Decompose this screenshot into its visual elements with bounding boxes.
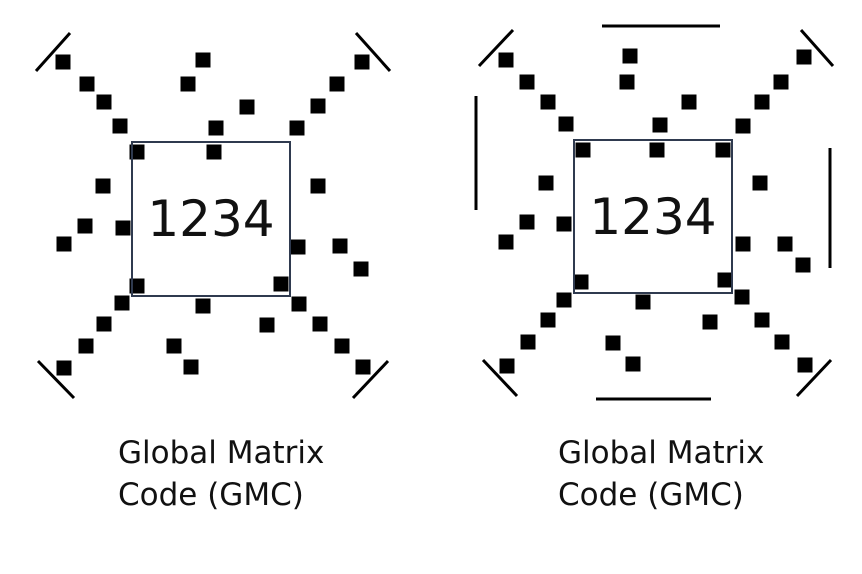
caption-line-1: Global Matrix — [558, 435, 765, 471]
gmc-code-text: 1234 — [147, 190, 275, 248]
matrix-module — [575, 142, 591, 158]
matrix-module — [796, 49, 812, 65]
matrix-module — [734, 289, 750, 305]
matrix-module — [289, 120, 305, 136]
matrix-module — [96, 316, 112, 332]
matrix-module — [520, 334, 536, 350]
matrix-module — [112, 118, 128, 134]
matrix-module — [166, 338, 182, 354]
matrix-module — [77, 218, 93, 234]
matrix-module — [498, 52, 514, 68]
corner-finder-line — [36, 359, 76, 400]
matrix-module — [540, 312, 556, 328]
gmc-caption: Global Matrix Code (GMC) — [558, 432, 764, 516]
gmc-figure-left: 1234 Global Matrix Code (GMC) — [34, 31, 392, 516]
matrix-module — [649, 142, 665, 158]
matrix-module — [754, 94, 770, 110]
matrix-module — [752, 175, 768, 191]
gmc-pattern-right — [474, 24, 835, 401]
matrix-module — [96, 94, 112, 110]
matrix-module — [735, 236, 751, 252]
matrix-module — [754, 312, 770, 328]
matrix-module — [773, 74, 789, 90]
matrix-module — [129, 278, 145, 294]
matrix-module — [540, 94, 556, 110]
matrix-module — [195, 52, 211, 68]
matrix-module — [332, 238, 348, 254]
matrix-module — [774, 334, 790, 350]
matrix-module — [354, 54, 370, 70]
matrix-module — [717, 272, 733, 288]
matrix-module — [56, 360, 72, 376]
matrix-module — [78, 338, 94, 354]
matrix-module — [183, 359, 199, 375]
matrix-module — [259, 317, 275, 333]
matrix-module — [573, 274, 589, 290]
gmc-figure-right: 1234 Global Matrix Code (GMC) — [431, 0, 862, 574]
matrix-module — [129, 144, 145, 160]
matrix-module — [79, 76, 95, 92]
matrix-module — [312, 316, 328, 332]
caption-line-2: Code (GMC) — [118, 477, 304, 513]
matrix-module — [622, 48, 638, 64]
corner-finder-line — [795, 358, 833, 398]
caption-line-1: Global Matrix — [118, 435, 325, 471]
matrix-module — [55, 54, 71, 70]
matrix-module — [334, 338, 350, 354]
matrix-module — [291, 296, 307, 312]
matrix-module — [290, 239, 306, 255]
matrix-module — [795, 257, 811, 273]
corner-finder-line — [477, 28, 515, 68]
matrix-module — [519, 74, 535, 90]
matrix-module — [652, 117, 668, 133]
matrix-module — [180, 76, 196, 92]
matrix-module — [95, 178, 111, 194]
matrix-module — [329, 76, 345, 92]
matrix-module — [556, 216, 572, 232]
matrix-module — [499, 358, 515, 374]
matrix-module — [625, 356, 641, 372]
matrix-module — [310, 178, 326, 194]
matrix-module — [498, 234, 514, 250]
gmc-code-text: 1234 — [589, 187, 717, 246]
matrix-module — [519, 214, 535, 230]
matrix-module — [310, 98, 326, 114]
matrix-module — [702, 314, 718, 330]
matrix-module — [206, 144, 222, 160]
matrix-module — [681, 94, 697, 110]
caption-line-2: Code (GMC) — [558, 477, 744, 513]
corner-finder-line — [351, 359, 390, 400]
matrix-module — [735, 118, 751, 134]
gmc-caption: Global Matrix Code (GMC) — [118, 432, 324, 516]
matrix-module — [355, 359, 371, 375]
matrix-module — [797, 357, 813, 373]
matrix-module — [605, 335, 621, 351]
matrix-module — [715, 142, 731, 158]
matrix-module — [635, 294, 651, 310]
gmc-pattern-left — [34, 31, 392, 400]
corner-finder-line — [34, 31, 72, 73]
matrix-module — [777, 236, 793, 252]
matrix-module — [195, 298, 211, 314]
corner-finder-line — [354, 31, 392, 73]
matrix-module — [115, 220, 131, 236]
gmc-code-box: 1234 — [573, 139, 733, 294]
matrix-module — [56, 236, 72, 252]
matrix-module — [239, 99, 255, 115]
matrix-module — [353, 261, 369, 277]
matrix-module — [208, 120, 224, 136]
matrix-module — [619, 74, 635, 90]
matrix-module — [538, 175, 554, 191]
matrix-module — [114, 295, 130, 311]
matrix-module — [273, 276, 289, 292]
matrix-module — [556, 292, 572, 308]
corner-finder-line — [799, 29, 835, 67]
corner-finder-line — [481, 358, 519, 398]
matrix-module — [558, 116, 574, 132]
gmc-code-box: 1234 — [131, 141, 291, 297]
